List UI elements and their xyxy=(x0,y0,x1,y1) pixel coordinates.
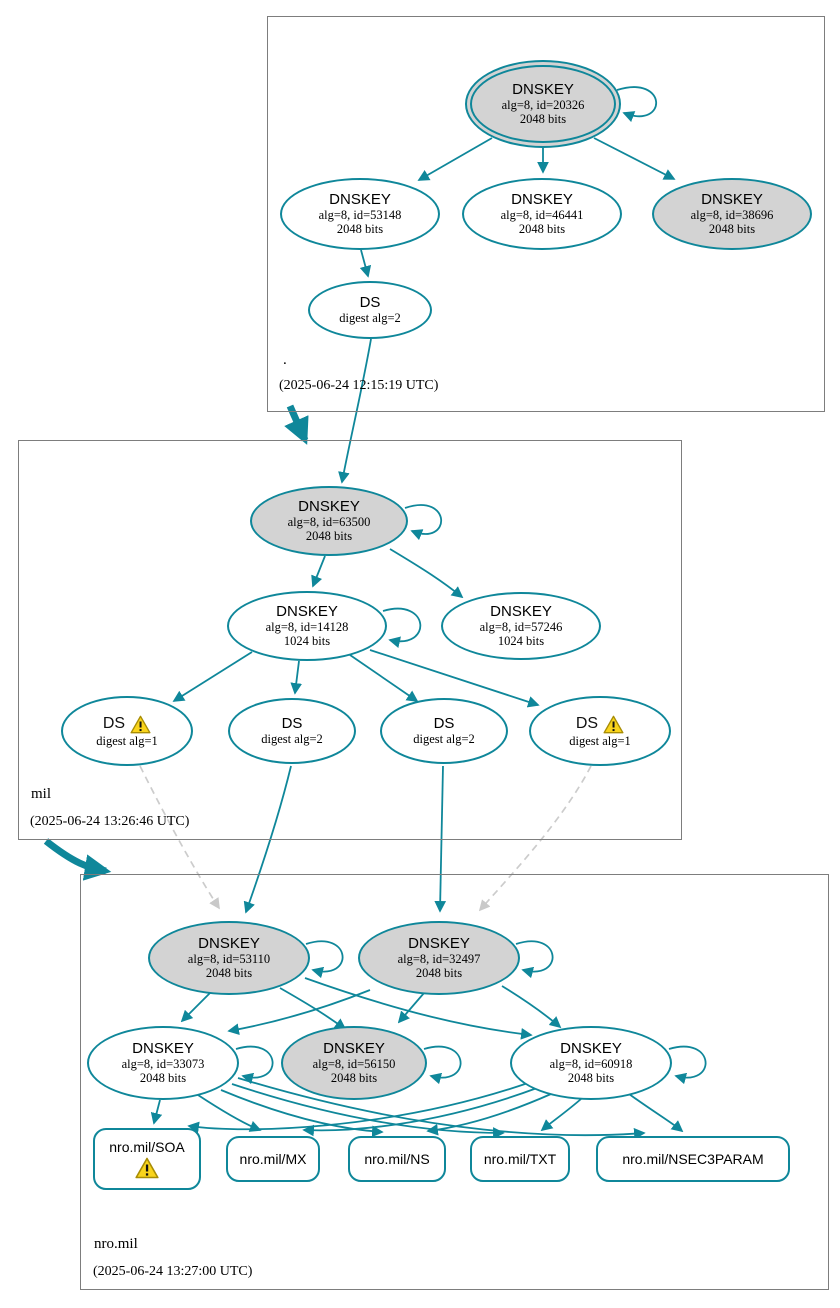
warning-icon xyxy=(130,715,151,733)
rrset-nro-mil-nsec3param: nro.mil/NSEC3PARAM xyxy=(596,1136,790,1182)
dnskey-node-20326-trust-anchor: DNSKEY alg=8, id=20326 2048 bits xyxy=(465,60,621,148)
zone-name-nro-mil: nro.mil xyxy=(94,1236,138,1252)
trust-anchor-inner-ring xyxy=(470,65,616,143)
dnskey-node-57246: DNSKEY alg=8, id=57246 1024 bits xyxy=(441,592,601,660)
zone-name-root: . xyxy=(283,352,287,368)
rrset-nro-mil-soa-warning: nro.mil/SOA xyxy=(93,1128,201,1190)
dnskey-node-56150: DNSKEY alg=8, id=56150 2048 bits xyxy=(281,1026,427,1100)
zone-name-mil: mil xyxy=(31,786,52,802)
dnskey-node-14128: DNSKEY alg=8, id=14128 1024 bits xyxy=(227,591,387,661)
dnskey-node-53148: DNSKEY alg=8, id=53148 2048 bits xyxy=(280,178,440,250)
zone-timestamp-root: (2025-06-24 12:15:19 UTC) xyxy=(279,378,439,393)
dnskey-node-38696: DNSKEY alg=8, id=38696 2048 bits xyxy=(652,178,812,250)
rrset-nro-mil-txt: nro.mil/TXT xyxy=(470,1136,570,1182)
rrset-nro-mil-mx: nro.mil/MX xyxy=(226,1136,320,1182)
dnskey-node-60918: DNSKEY alg=8, id=60918 2048 bits xyxy=(510,1026,672,1100)
zone-box-root xyxy=(267,16,825,412)
dnskey-node-63500: DNSKEY alg=8, id=63500 2048 bits xyxy=(250,486,408,556)
dnskey-node-33073: DNSKEY alg=8, id=33073 2048 bits xyxy=(87,1026,239,1100)
dnskey-node-32497: DNSKEY alg=8, id=32497 2048 bits xyxy=(358,921,520,995)
ds-node-root: DS digest alg=2 xyxy=(308,281,432,339)
dnskey-node-46441: DNSKEY alg=8, id=46441 2048 bits xyxy=(462,178,622,250)
ds-node-mil-1-warning: DS digest alg=1 xyxy=(61,696,193,766)
zone-box-mil xyxy=(18,440,682,840)
rrset-nro-mil-ns: nro.mil/NS xyxy=(348,1136,446,1182)
ds-node-mil-3: DS digest alg=2 xyxy=(380,698,508,764)
warning-icon xyxy=(135,1157,159,1179)
dnskey-node-53110: DNSKEY alg=8, id=53110 2048 bits xyxy=(148,921,310,995)
ds-node-mil-2: DS digest alg=2 xyxy=(228,698,356,764)
warning-icon xyxy=(603,715,624,733)
zone-box-nro-mil xyxy=(80,874,829,1290)
zone-timestamp-mil: (2025-06-24 13:26:46 UTC) xyxy=(30,814,190,829)
zone-timestamp-nro-mil: (2025-06-24 13:27:00 UTC) xyxy=(93,1264,253,1279)
ds-node-mil-4-warning: DS digest alg=1 xyxy=(529,696,671,766)
